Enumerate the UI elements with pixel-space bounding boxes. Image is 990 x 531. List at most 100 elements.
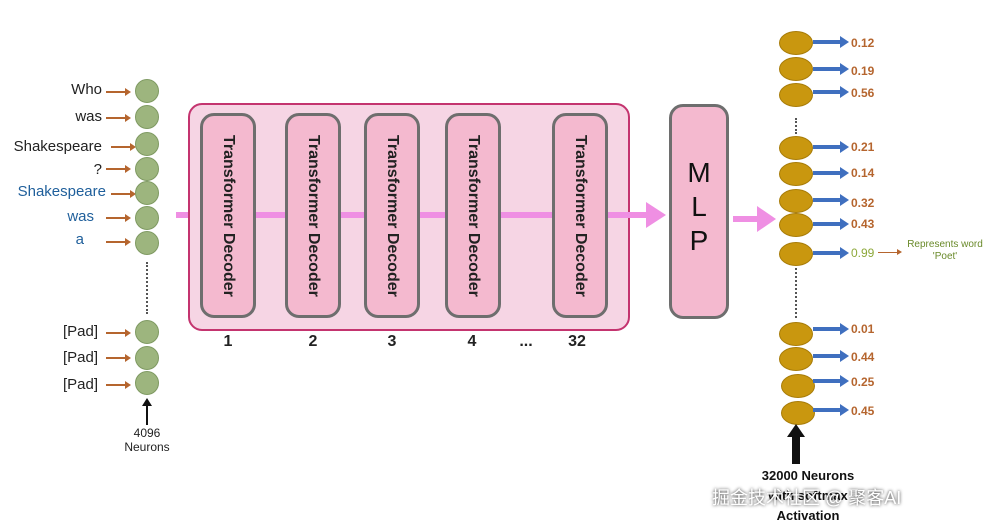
output-arrow: [813, 36, 849, 48]
input-neuron: [135, 79, 159, 103]
output-neuron-label: 32000 Neurons with softmax Activation: [740, 466, 876, 526]
decoder-label: Transformer Decoder: [305, 134, 322, 297]
input-arrow: [106, 329, 131, 336]
input-up-arrow: [142, 398, 152, 425]
input-token-shakespeare: Shakespeare: [13, 138, 102, 155]
pad-token-3: [Pad]: [62, 376, 98, 393]
transformer-decoder-2: Transformer Decoder: [285, 113, 341, 318]
transformer-decoder-1: Transformer Decoder: [200, 113, 256, 318]
mlp-letter-l: L: [691, 191, 707, 222]
input-token-who: Who: [71, 81, 102, 98]
input-neuron: [135, 157, 159, 181]
output-arrow: [813, 350, 849, 362]
output-neuron: [781, 401, 815, 425]
decoder-label: Transformer Decoder: [384, 134, 401, 297]
output-arrow: [813, 247, 849, 259]
input-neuron: [135, 320, 159, 344]
pad-token-1: [Pad]: [62, 323, 98, 340]
output-neuron-count: 32000 Neurons: [761, 468, 855, 483]
mlp-letter-m: M: [687, 157, 711, 188]
flow-arrow-to-mlp: [608, 202, 666, 228]
represents-arrow: [878, 249, 902, 255]
output-arrow: [813, 375, 849, 387]
input-neuron: [135, 132, 159, 156]
output-probability: 0.32: [851, 196, 875, 210]
output-arrow: [813, 63, 849, 75]
output-arrow: [813, 218, 849, 230]
output-probability: 0.21: [851, 140, 875, 154]
decoder-connector: [501, 212, 553, 218]
output-arrow: [813, 194, 849, 206]
input-neuron: [135, 105, 159, 129]
represents-word-line1: Represents word: [907, 239, 983, 250]
input-neuron-count-label: 4096 Neurons: [112, 426, 182, 454]
flow-arrow-to-outputs: [733, 206, 776, 232]
input-arrow: [106, 238, 131, 245]
output-probability: 0.01: [851, 322, 875, 336]
transformer-decoder-3: Transformer Decoder: [364, 113, 420, 318]
decoder-connector: [341, 212, 365, 218]
decoder-connector: [420, 212, 446, 218]
input-arrow: [106, 354, 131, 361]
output-arrow: [813, 86, 849, 98]
mlp-block: M L P: [669, 104, 729, 319]
flow-into-decoders: [176, 212, 190, 218]
decoder-number-32: 32: [568, 333, 586, 350]
input-neuron: [135, 346, 159, 370]
output-neuron: [779, 31, 813, 55]
input-neuron: [135, 206, 159, 230]
input-ellipsis-dots: [146, 262, 152, 314]
output-ellipsis-dots: [795, 118, 801, 134]
decoder-number-3: 3: [387, 333, 397, 350]
transformer-decoder-32: Transformer Decoder: [552, 113, 608, 318]
decoder-label: Transformer Decoder: [220, 134, 237, 297]
output-probability: 0.44: [851, 350, 875, 364]
output-neuron: [779, 162, 813, 186]
output-probability: 0.43: [851, 217, 875, 231]
output-neuron: [779, 347, 813, 371]
watermark-text: 掘金技术社区 @ 聚客AI: [712, 488, 902, 508]
input-neuron: [135, 181, 159, 205]
output-arrow: [813, 167, 849, 179]
decoder-connector: [256, 212, 286, 218]
input-neuron-count: 4096: [133, 426, 161, 440]
input-token-was-2: was: [67, 208, 94, 225]
input-neuron: [135, 231, 159, 255]
output-probability-highlight: 0.99: [851, 246, 875, 260]
input-token-shakespeare-2: Shakespeare: [17, 183, 106, 200]
input-neuron: [135, 371, 159, 395]
output-activation-word: Activation: [776, 508, 840, 523]
transformer-decoder-4: Transformer Decoder: [445, 113, 501, 318]
pad-token-2: [Pad]: [62, 349, 98, 366]
decoder-number-1: 1: [223, 333, 233, 350]
input-token-was: was: [75, 108, 102, 125]
input-token-question: ?: [93, 161, 102, 178]
input-token-a: a: [75, 231, 84, 248]
output-activation-line: with softmax: [768, 488, 848, 503]
decoder-label: Transformer Decoder: [465, 134, 482, 297]
input-arrow: [106, 381, 131, 388]
output-probability: 0.56: [851, 86, 875, 100]
input-arrow: [106, 88, 131, 95]
decoder-ellipsis: ...: [519, 333, 533, 350]
input-arrow: [106, 165, 131, 172]
output-probability: 0.45: [851, 404, 875, 418]
output-neuron: [779, 189, 813, 213]
input-arrow: [111, 190, 136, 197]
output-up-arrow: [787, 424, 805, 464]
output-probability: 0.14: [851, 166, 875, 180]
input-neuron-unit: Neurons: [124, 440, 170, 454]
output-arrow: [813, 141, 849, 153]
output-neuron: [779, 57, 813, 81]
output-probability: 0.25: [851, 375, 875, 389]
input-arrow: [111, 143, 136, 150]
input-arrow: [106, 214, 131, 221]
decoder-label: Transformer Decoder: [572, 134, 589, 297]
decoder-number-4: 4: [467, 333, 477, 350]
represents-word-line2: 'Poet': [932, 251, 958, 262]
represents-word-label: Represents word 'Poet': [899, 239, 990, 263]
output-neuron: [779, 136, 813, 160]
decoder-number-2: 2: [308, 333, 318, 350]
output-neuron: [779, 83, 813, 107]
